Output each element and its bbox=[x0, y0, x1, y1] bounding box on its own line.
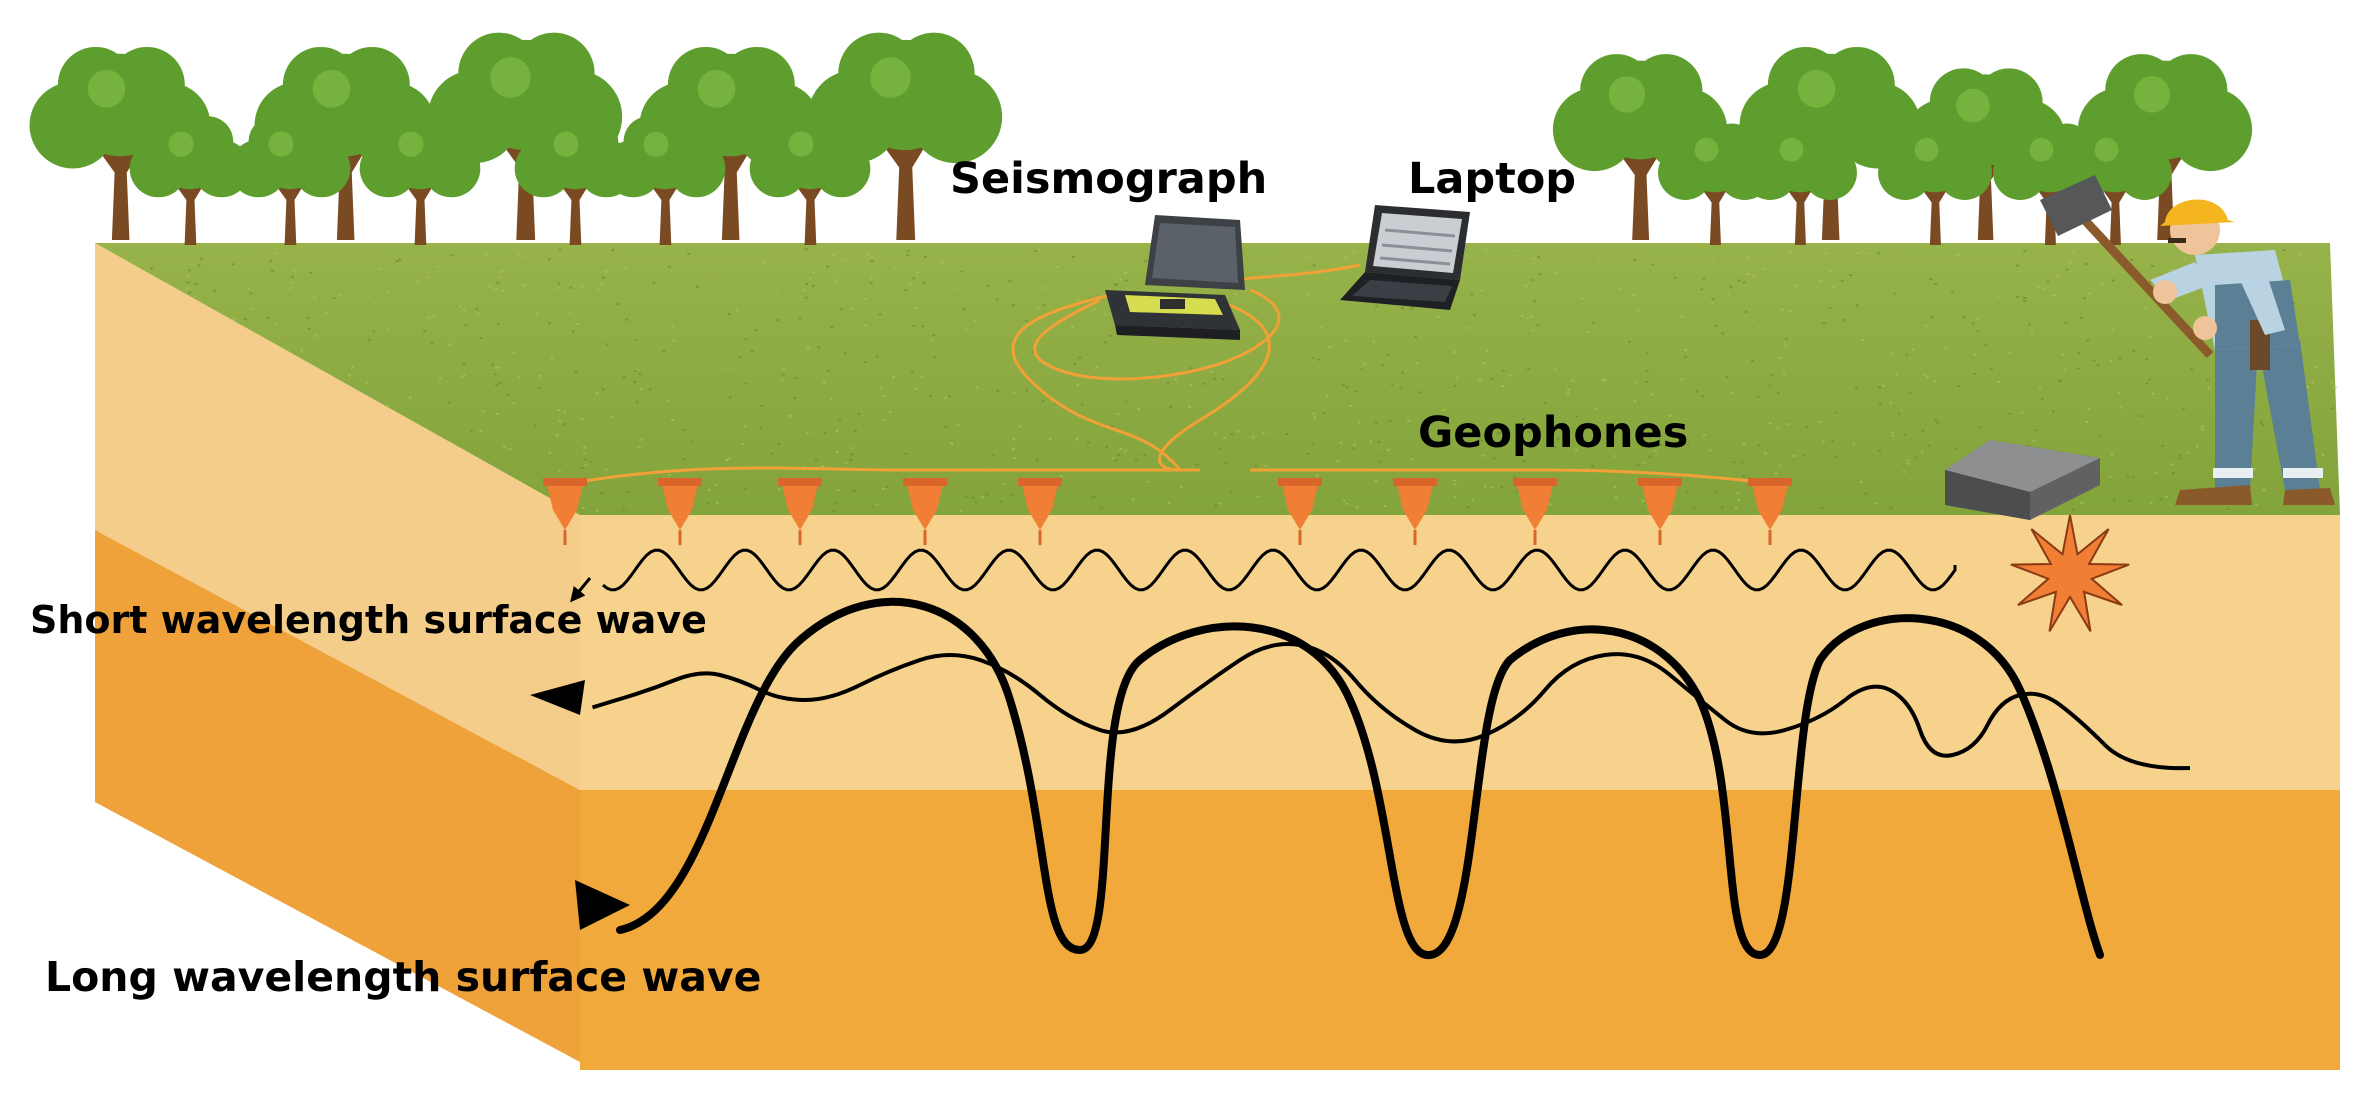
geophone-icon bbox=[1748, 478, 1792, 545]
geophone-icon bbox=[778, 478, 822, 545]
worker-icon bbox=[2040, 175, 2335, 505]
lower-soil-layer bbox=[580, 790, 2340, 1070]
geophone-icon bbox=[1393, 478, 1437, 545]
tree-row bbox=[29, 32, 2253, 245]
short-wavelength-wave bbox=[602, 548, 1957, 592]
geophone-icon bbox=[1513, 478, 1557, 545]
side-lower-layer bbox=[95, 530, 580, 1062]
geophone-icon bbox=[903, 478, 947, 545]
seismograph-icon bbox=[1105, 215, 1245, 340]
short-wave-arrow bbox=[570, 577, 592, 603]
geophone-icon bbox=[1278, 478, 1322, 545]
side-upper-layer bbox=[95, 243, 580, 790]
ground-block bbox=[95, 243, 2340, 1070]
tree-icon bbox=[749, 116, 871, 245]
long-wavelength-wave bbox=[616, 597, 2104, 960]
laptop-icon bbox=[1340, 205, 1470, 310]
tree-icon bbox=[229, 116, 351, 245]
short-wave-label: Short wavelength surface wave bbox=[30, 598, 707, 642]
seismograph-label: Seismograph bbox=[950, 154, 1267, 204]
medium-wave-arrowhead bbox=[530, 680, 585, 715]
geophone-icon bbox=[1638, 478, 1682, 545]
tree-icon bbox=[129, 116, 251, 245]
geophone-icon bbox=[658, 478, 702, 545]
tree-icon bbox=[359, 116, 481, 245]
sledgehammer-icon bbox=[2040, 175, 2214, 359]
geophone-array bbox=[543, 478, 1792, 545]
geophone-icon bbox=[1018, 478, 1062, 545]
cable-network bbox=[559, 263, 1781, 487]
geophones-label: Geophones bbox=[1418, 408, 1688, 458]
tree-icon bbox=[1552, 54, 1728, 240]
explosion-icon bbox=[2010, 514, 2130, 632]
tree-icon bbox=[1878, 123, 1992, 245]
grass-surface bbox=[95, 243, 2340, 515]
medium-wavelength-wave bbox=[591, 642, 2191, 771]
long-wave-arrowhead bbox=[575, 880, 630, 930]
source-plate-icon bbox=[1945, 440, 2100, 520]
tree-icon bbox=[1743, 123, 1857, 245]
upper-soil-layer bbox=[580, 515, 2340, 790]
laptop-label: Laptop bbox=[1408, 154, 1576, 204]
tree-icon bbox=[2058, 123, 2172, 245]
geophone-icon bbox=[543, 478, 587, 545]
tree-icon bbox=[604, 116, 726, 245]
long-wave-label: Long wavelength surface wave bbox=[45, 953, 761, 1001]
